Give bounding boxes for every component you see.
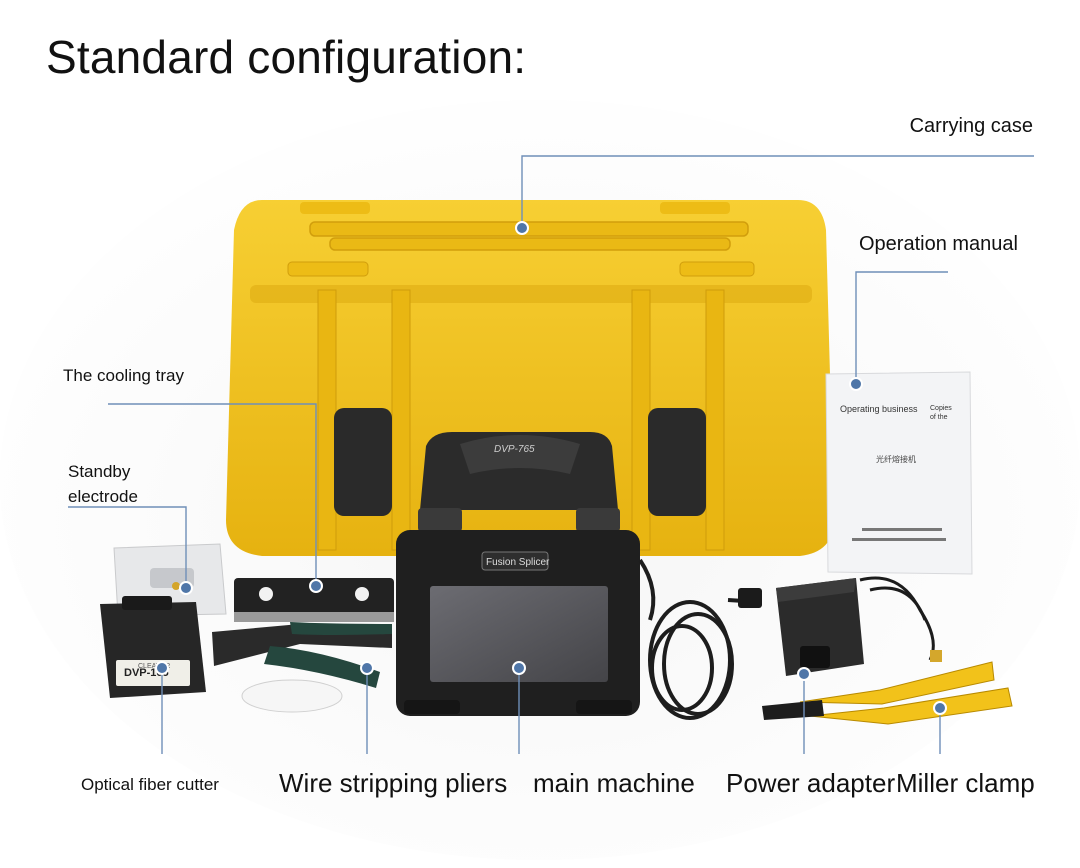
svg-text:Fusion Splicer: Fusion Splicer [486, 557, 550, 568]
callout-lines [68, 155, 1034, 754]
label-optical-fiber-cutter: Optical fiber cutter [81, 775, 219, 794]
label-standby-electrode: Standby electrode [68, 459, 138, 509]
svg-text:CLEAVER: CLEAVER [138, 663, 170, 670]
label-cooling-tray: The cooling tray [63, 366, 184, 385]
fusion-splicer-machine: DVP-765 Fusion Splicer [396, 432, 640, 716]
label-miller-clamp: Miller clamp [896, 768, 1035, 798]
svg-text:of the: of the [930, 414, 948, 421]
power-cord [638, 558, 761, 720]
callout-dots [155, 221, 947, 715]
label-power-adapter: Power adapter [726, 768, 896, 798]
optical-fiber-cutter: DVP-105 CLEAVER [100, 596, 206, 698]
page-title: Standard configuration: [46, 31, 527, 83]
operation-manual: Operating business Copies of the 光纤熔接机 [825, 371, 973, 575]
carrying-case [226, 200, 834, 556]
power-adapter [776, 576, 942, 676]
label-standby-electrode-line1: Standby [68, 462, 131, 481]
label-wire-stripping-pliers: Wire stripping pliers [279, 768, 508, 798]
label-carrying-case: Carrying case [909, 115, 1033, 137]
svg-text:Operating business: Operating business [840, 404, 918, 414]
svg-text:DVP-765: DVP-765 [494, 444, 535, 455]
cooling-tray [234, 578, 394, 622]
wire-stripping-pliers [212, 622, 392, 713]
label-standby-electrode-line2: electrode [68, 487, 138, 506]
label-operation-manual: Operation manual [859, 233, 1018, 255]
label-main-machine: main machine [533, 768, 695, 798]
miller-clamp [762, 661, 1013, 725]
svg-text:Copies: Copies [930, 405, 952, 412]
svg-text:光纤熔接机: 光纤熔接机 [876, 454, 916, 464]
